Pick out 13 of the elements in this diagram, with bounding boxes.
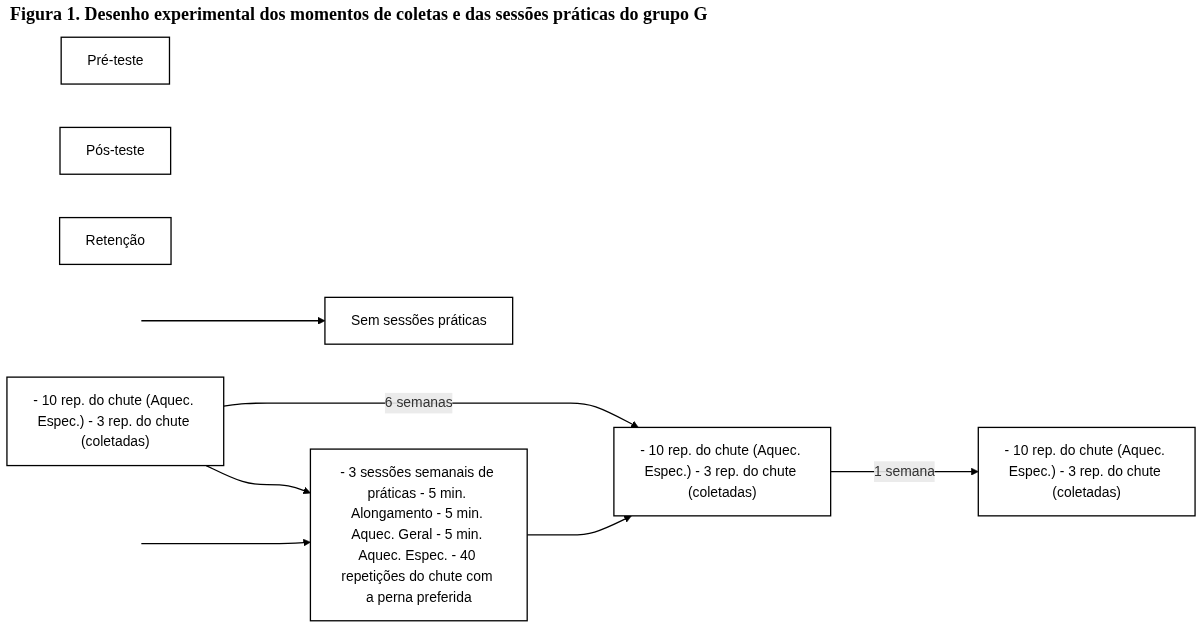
arrow — [205, 464, 311, 495]
arrow — [140, 538, 311, 547]
node-box: - 3 sessões semanais de práticas - 5 min. Alongamento - 5 min. Aquec. Geral - 5 min. Aquec. Espec. - 40 repetições do chute com a perna preferida — [309, 448, 528, 622]
figure-title: Figura 1. Desenho experimental dos momentos de coletas e das sessões práticas do grupo G — [9, 3, 709, 26]
node-box: - 10 rep. do chute (Aquec. Espec.) - 3 rep. do chute (coletadas) — [6, 376, 225, 467]
node-box: Pós-teste — [59, 126, 172, 175]
node-box: Pré-teste — [60, 36, 171, 85]
node-box: Sem sessões práticas — [324, 296, 514, 345]
node-box: - 10 rep. do chute (Aquec. Espec.) - 3 rep. do chute (coletadas) — [613, 426, 832, 517]
node-box: Retenção — [58, 216, 172, 266]
edge-label: 1 semana — [874, 463, 935, 479]
node-box: - 10 rep. do chute (Aquec. Espec.) - 3 rep. do chute (coletadas) — [977, 426, 1196, 517]
edge-label: 6 semanas — [384, 395, 453, 411]
